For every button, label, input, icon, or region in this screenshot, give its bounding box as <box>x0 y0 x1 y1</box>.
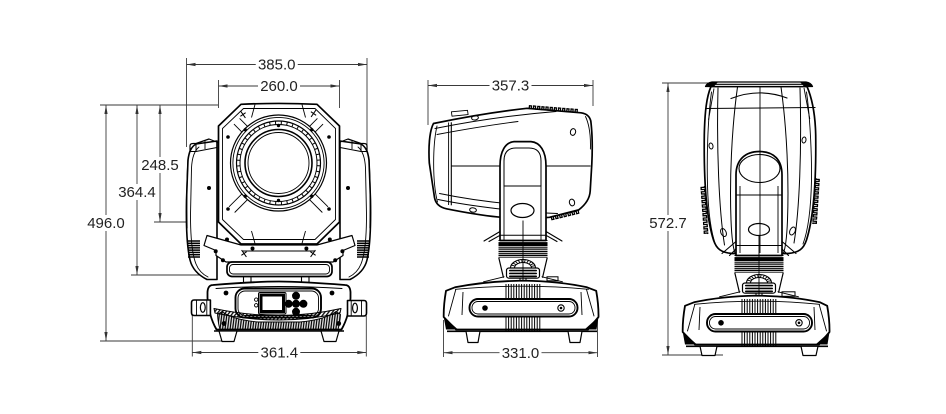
svg-text:331.0: 331.0 <box>502 345 540 362</box>
svg-text:248.5: 248.5 <box>141 157 179 174</box>
svg-text:572.7: 572.7 <box>649 215 687 232</box>
svg-text:364.4: 364.4 <box>118 184 156 201</box>
svg-text:361.4: 361.4 <box>261 345 299 362</box>
svg-text:496.0: 496.0 <box>87 215 125 232</box>
svg-text:260.0: 260.0 <box>260 78 298 95</box>
svg-text:385.0: 385.0 <box>258 57 296 74</box>
svg-text:357.3: 357.3 <box>492 78 530 95</box>
